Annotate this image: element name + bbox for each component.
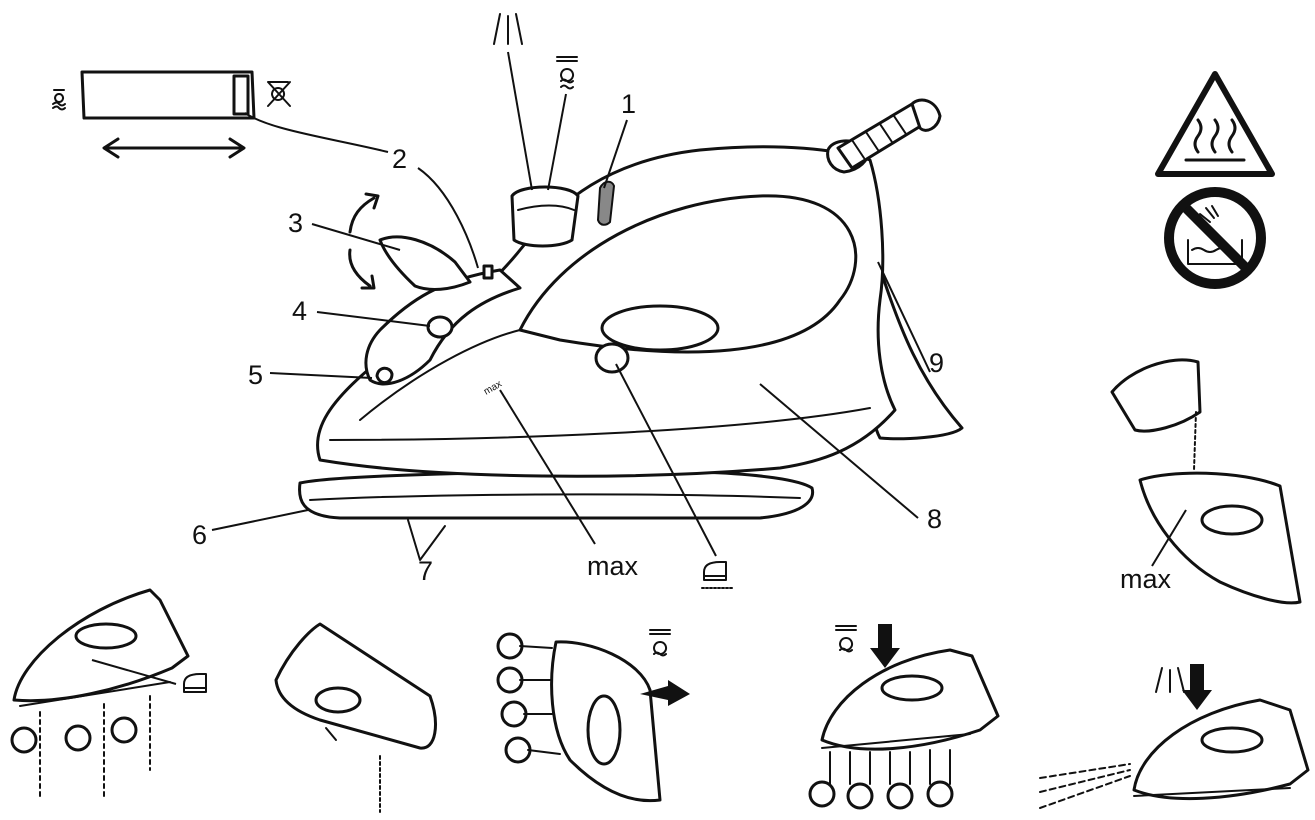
- leader-5: [269, 372, 373, 379]
- leader-lines: [211, 51, 931, 557]
- power-cord-end: [910, 98, 942, 132]
- illustration-vertical-steam: [496, 629, 690, 803]
- leader-iron-temp: [615, 363, 717, 557]
- illustration-steam-burst: [808, 624, 1000, 810]
- cord-guard: [836, 102, 926, 170]
- steam-off-icon: [52, 89, 66, 111]
- illustration-self-clean: [10, 588, 207, 801]
- callout-3: 3: [288, 208, 303, 238]
- illustration-spray: [1039, 664, 1310, 809]
- leader-2: [417, 167, 479, 269]
- spray-nozzle: [426, 315, 454, 339]
- no-immersion-icon: [1164, 187, 1266, 289]
- callout-numbers: 1 2 3 4 5 6 7 8 9 max: [192, 89, 944, 586]
- measuring-cup: [1110, 358, 1202, 433]
- filling-water-inset: max: [1110, 358, 1302, 605]
- leader-spray: [507, 51, 533, 191]
- max-label: max: [587, 551, 639, 581]
- callout-8: 8: [927, 504, 942, 534]
- steam-burst-icon: [556, 56, 578, 90]
- callout-7: 7: [418, 556, 433, 586]
- rotate-arrow-bottom: [348, 248, 372, 288]
- rotate-arrow-top: [348, 196, 376, 234]
- main-iron: max: [298, 98, 964, 561]
- steam-selector-knob: [482, 264, 494, 280]
- water-tank-max-label: max: [1120, 564, 1172, 594]
- steam-selector-inset: [52, 70, 389, 159]
- steam-slider-bar: [80, 70, 256, 120]
- callout-6: 6: [192, 520, 207, 550]
- leader-max: [499, 389, 596, 545]
- illustration-draining: [274, 622, 437, 813]
- callout-5: 5: [248, 360, 263, 390]
- leader-9: [877, 261, 931, 373]
- temperature-dial: [594, 342, 630, 374]
- steam-slider-knob: [232, 74, 250, 116]
- leader-6: [211, 509, 309, 531]
- leader-2-slider: [244, 112, 389, 153]
- water-filler-cover: [378, 235, 472, 291]
- leader-8: [759, 383, 919, 519]
- iron-icon: [701, 561, 733, 589]
- callout-9: 9: [929, 348, 944, 378]
- front-spray-button: [375, 366, 394, 384]
- leader-steam-burst: [547, 93, 567, 191]
- spray-icon: [493, 13, 523, 45]
- spray-steam-buttons: [510, 185, 580, 248]
- leader-4: [316, 311, 431, 327]
- callout-1: 1: [621, 89, 636, 119]
- steam-on-crossed-icon: [267, 81, 291, 107]
- callout-2: 2: [392, 144, 407, 174]
- callout-4: 4: [292, 296, 307, 326]
- hot-surface-warning-icon: [1155, 71, 1275, 177]
- handle-opening: [518, 194, 858, 354]
- leader-3: [311, 223, 401, 251]
- leader-1: [603, 119, 628, 189]
- handle-grip-oval: [600, 304, 720, 352]
